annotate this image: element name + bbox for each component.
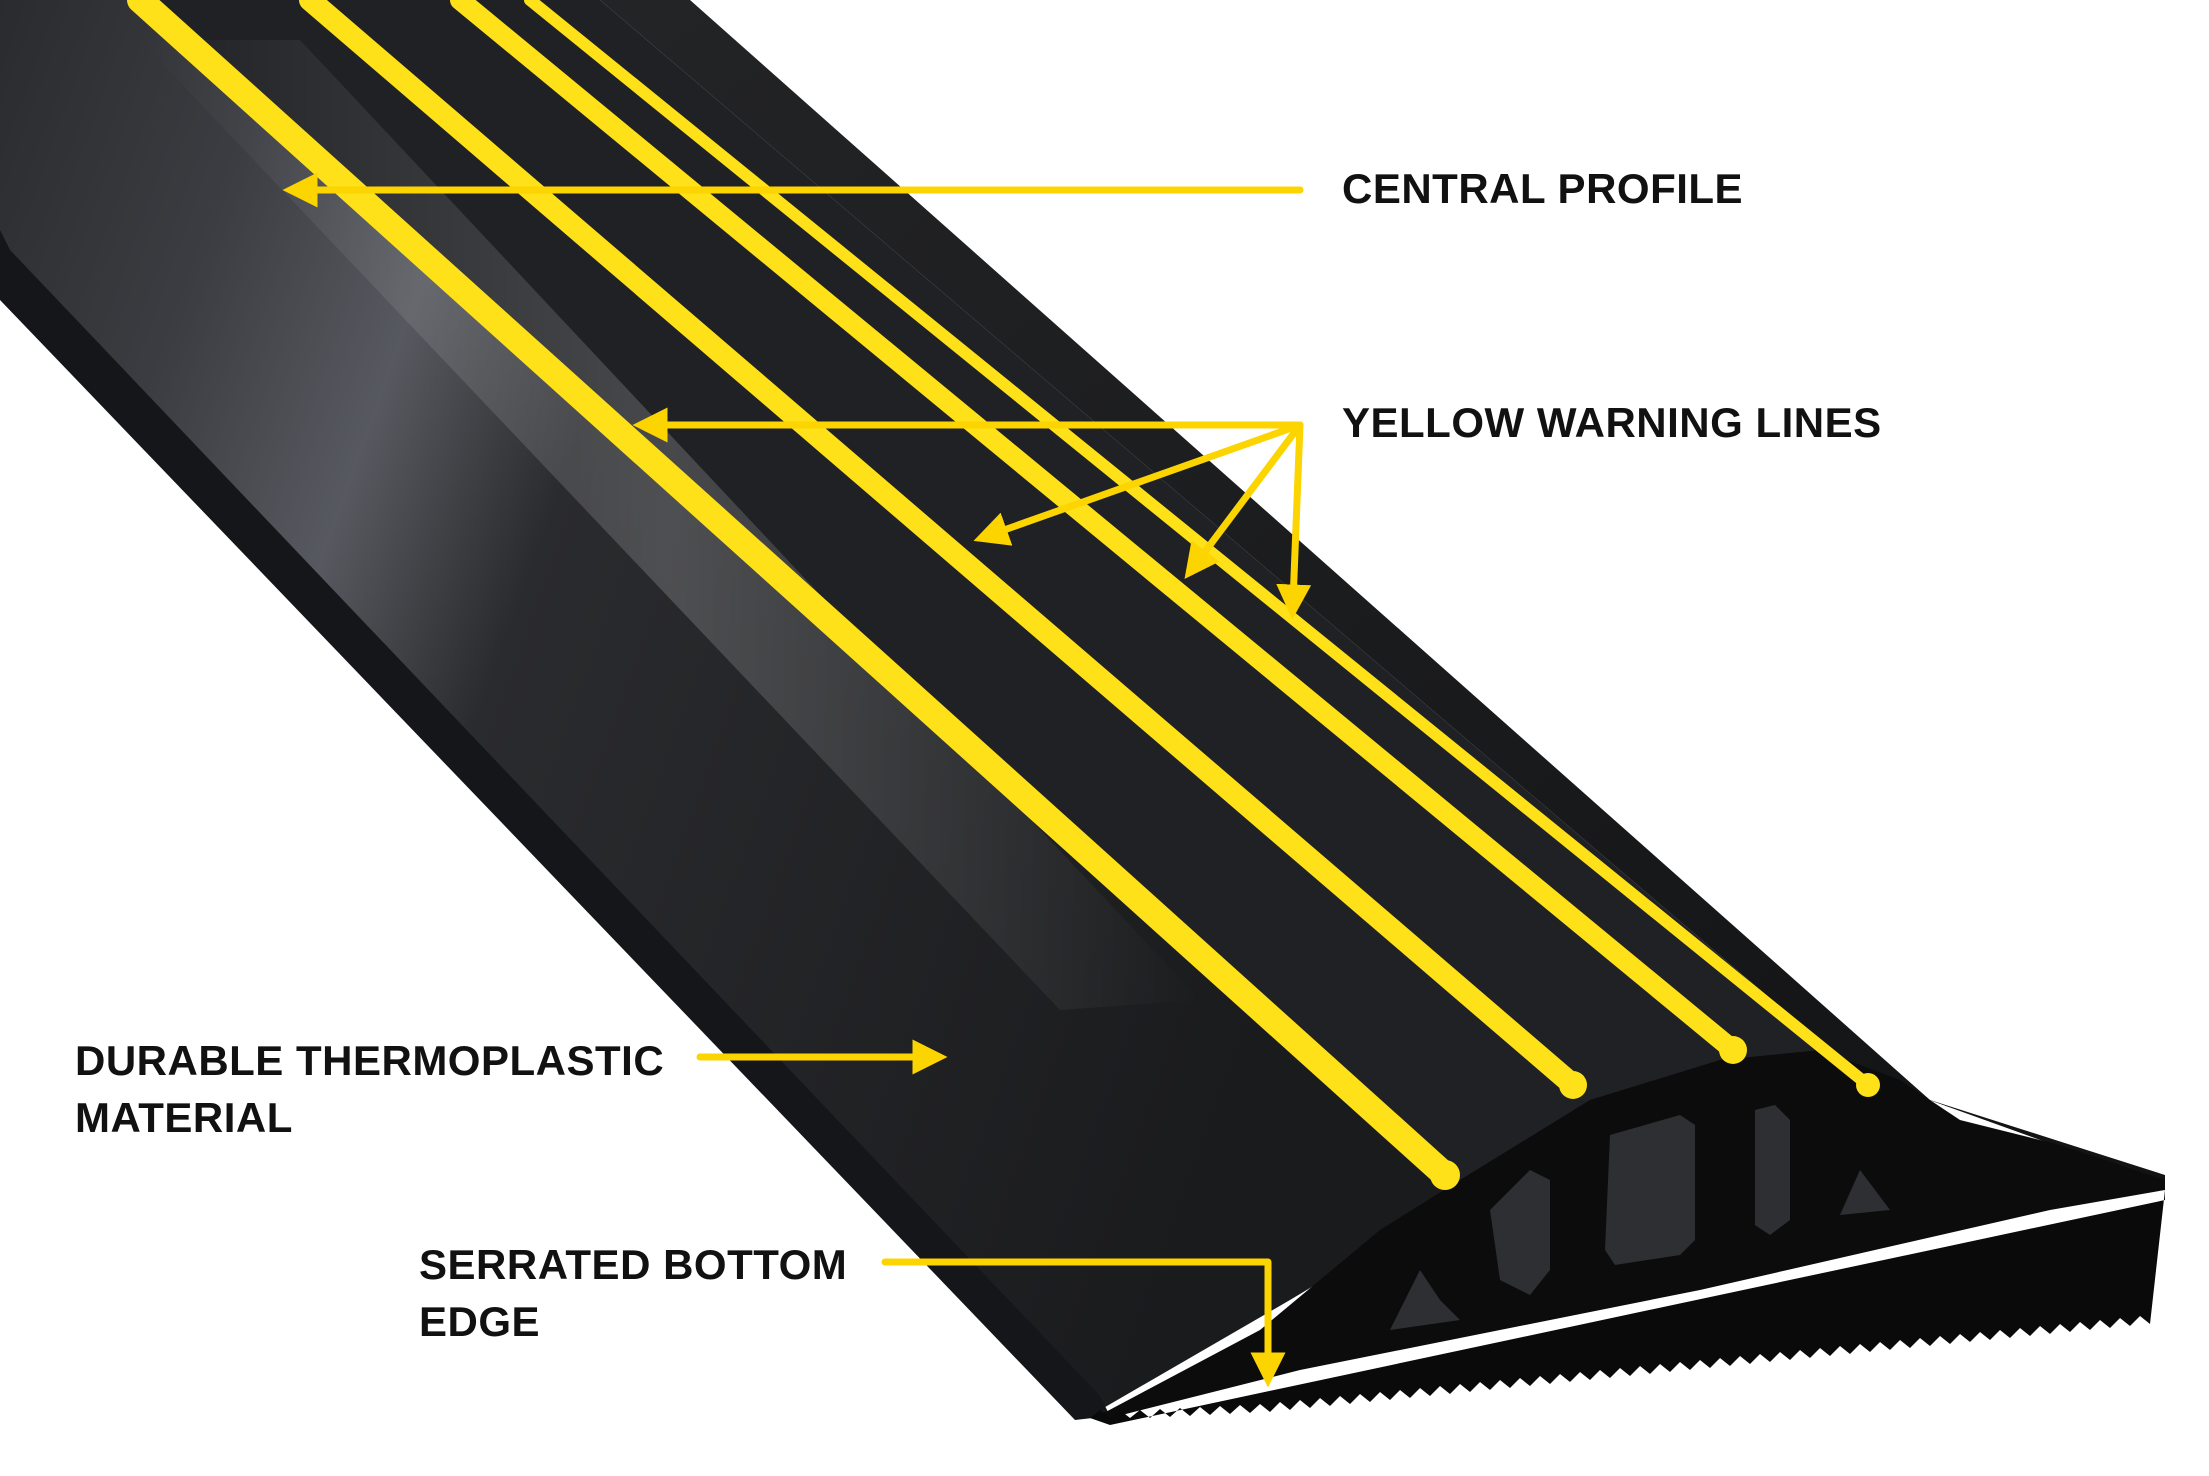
yellow-warning-lines xyxy=(127,0,1880,1190)
label-serrated-edge: SERRATED BOTTOM EDGE xyxy=(419,1236,847,1350)
label-central-profile-text: CENTRAL PROFILE xyxy=(1342,165,1744,212)
label-durable-line1: DURABLE THERMOPLASTIC xyxy=(75,1037,665,1084)
arrow-yellow-lines-3 xyxy=(1184,421,1304,579)
serrated-edge xyxy=(1090,1190,2165,1425)
arrow-yellow-lines-4 xyxy=(1276,421,1312,620)
strip-cross-section xyxy=(1100,1050,2165,1418)
label-durable-line2: MATERIAL xyxy=(75,1094,293,1141)
label-serrated-line1: SERRATED BOTTOM xyxy=(419,1241,848,1288)
label-serrated-line2: EDGE xyxy=(419,1298,541,1345)
arrow-yellow-lines-2 xyxy=(973,421,1304,546)
label-central-profile: CENTRAL PROFILE xyxy=(1342,160,1743,217)
arrow-serrated-edge xyxy=(881,1258,1286,1388)
label-yellow-warning-lines-text: YELLOW WARNING LINES xyxy=(1342,399,1882,446)
label-durable-material: DURABLE THERMOPLASTIC MATERIAL xyxy=(75,1032,664,1146)
callout-arrows xyxy=(282,172,1312,1388)
label-yellow-warning-lines: YELLOW WARNING LINES xyxy=(1342,394,1882,451)
